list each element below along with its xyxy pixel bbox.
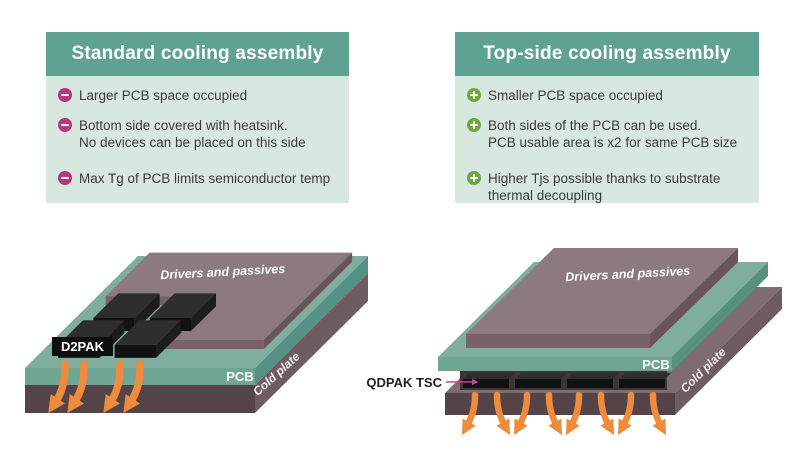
d2pak-label-box <box>52 337 113 356</box>
list-item: Higher Tjs possible thanks to substrate … <box>467 170 753 204</box>
bullet-line: Smaller PCB space occupied <box>488 88 663 103</box>
heat-arrow <box>48 360 69 414</box>
heat-arrow <box>565 391 583 436</box>
drivers-block-side-face <box>650 248 738 348</box>
bullet-line: Bottom side covered with heatsink. <box>79 118 288 133</box>
heat-arrow <box>67 360 88 414</box>
panel-topside-header: Top-side cooling assembly <box>455 32 759 76</box>
pcb-label: PCB <box>642 357 669 372</box>
pcb-side-face <box>672 262 768 371</box>
package-cube <box>515 373 567 388</box>
drivers-block: Drivers and passives <box>466 248 738 348</box>
list-item: Both sides of the PCB can be used. PCB u… <box>467 117 753 151</box>
standard-assembly-illustration: Drivers and passives <box>25 252 368 414</box>
minus-icon <box>58 118 72 132</box>
plus-icon <box>467 88 481 102</box>
list-item: Bottom side covered with heatsink. No de… <box>58 117 343 151</box>
panel-topside-body: Smaller PCB space occupied Both sides of… <box>455 76 759 203</box>
panel-topside-title: Top-side cooling assembly <box>483 43 731 64</box>
heat-arrow <box>103 360 124 414</box>
drivers-block-side-face <box>263 252 353 349</box>
panel-standard: Standard cooling assembly Larger PCB spa… <box>46 32 349 203</box>
qdpak-packages <box>463 373 671 388</box>
heat-arrow <box>649 391 667 436</box>
list-item: Max Tg of PCB limits semiconductor temp <box>58 170 343 187</box>
bullet-line: thermal decoupling <box>488 188 603 203</box>
panel-standard-title: Standard cooling assembly <box>71 43 324 64</box>
bullet-line: Both sides of the PCB can be used. <box>488 118 702 133</box>
pcb-label: PCB <box>226 369 253 384</box>
pcb-front-face <box>438 357 672 371</box>
bullet-line: PCB usable area is x2 for same PCB size <box>488 135 738 150</box>
package-cube <box>619 373 671 388</box>
drivers-block-front-face <box>165 340 264 349</box>
cold-plate-side-face <box>675 287 782 415</box>
heat-arrow <box>617 391 635 436</box>
heat-arrow <box>461 391 479 436</box>
topside-assembly-illustration: Cold plate PCB <box>366 248 782 436</box>
plus-icon <box>467 171 481 185</box>
panel-topside: Top-side cooling assembly Smaller PCB sp… <box>455 32 759 203</box>
drivers-block-label: Drivers and passives <box>160 262 286 283</box>
heat-arrow <box>493 391 511 436</box>
cold-plate-front-face <box>445 393 675 415</box>
drivers-block-label: Drivers and passives <box>565 264 691 285</box>
package-cube <box>567 373 619 388</box>
plus-icon <box>467 118 481 132</box>
d2pak-label: D2PAK <box>61 339 105 354</box>
heat-arrow <box>545 391 563 436</box>
minus-icon <box>58 171 72 185</box>
cold-plate-side-face <box>255 273 368 413</box>
list-item: Larger PCB space occupied <box>58 87 343 104</box>
heat-arrow <box>123 360 144 414</box>
heat-arrow <box>513 391 531 436</box>
bullet-line: Larger PCB space occupied <box>79 88 248 103</box>
bullet-line: Higher Tjs possible thanks to substrate <box>488 171 721 186</box>
panel-standard-body: Larger PCB space occupied Bottom side co… <box>46 76 349 203</box>
drivers-block-front-face <box>466 334 650 348</box>
qdpak-label: QDPAK TSC <box>366 375 442 390</box>
bullet-line: No devices can be placed on this side <box>79 135 306 150</box>
pcb-side-face <box>255 256 368 385</box>
package-cube <box>114 320 181 358</box>
package-cube <box>463 373 515 388</box>
heat-arrows <box>461 391 667 436</box>
drivers-block-top-face <box>105 252 353 340</box>
bullet-line: Max Tg of PCB limits semiconductor temp <box>79 171 331 186</box>
minus-icon <box>58 88 72 102</box>
drivers-block-top-face <box>466 248 738 334</box>
panel-standard-header: Standard cooling assembly <box>46 32 349 76</box>
heat-arrows <box>48 360 144 414</box>
heat-arrow <box>597 391 615 436</box>
list-item: Smaller PCB space occupied <box>467 87 753 104</box>
